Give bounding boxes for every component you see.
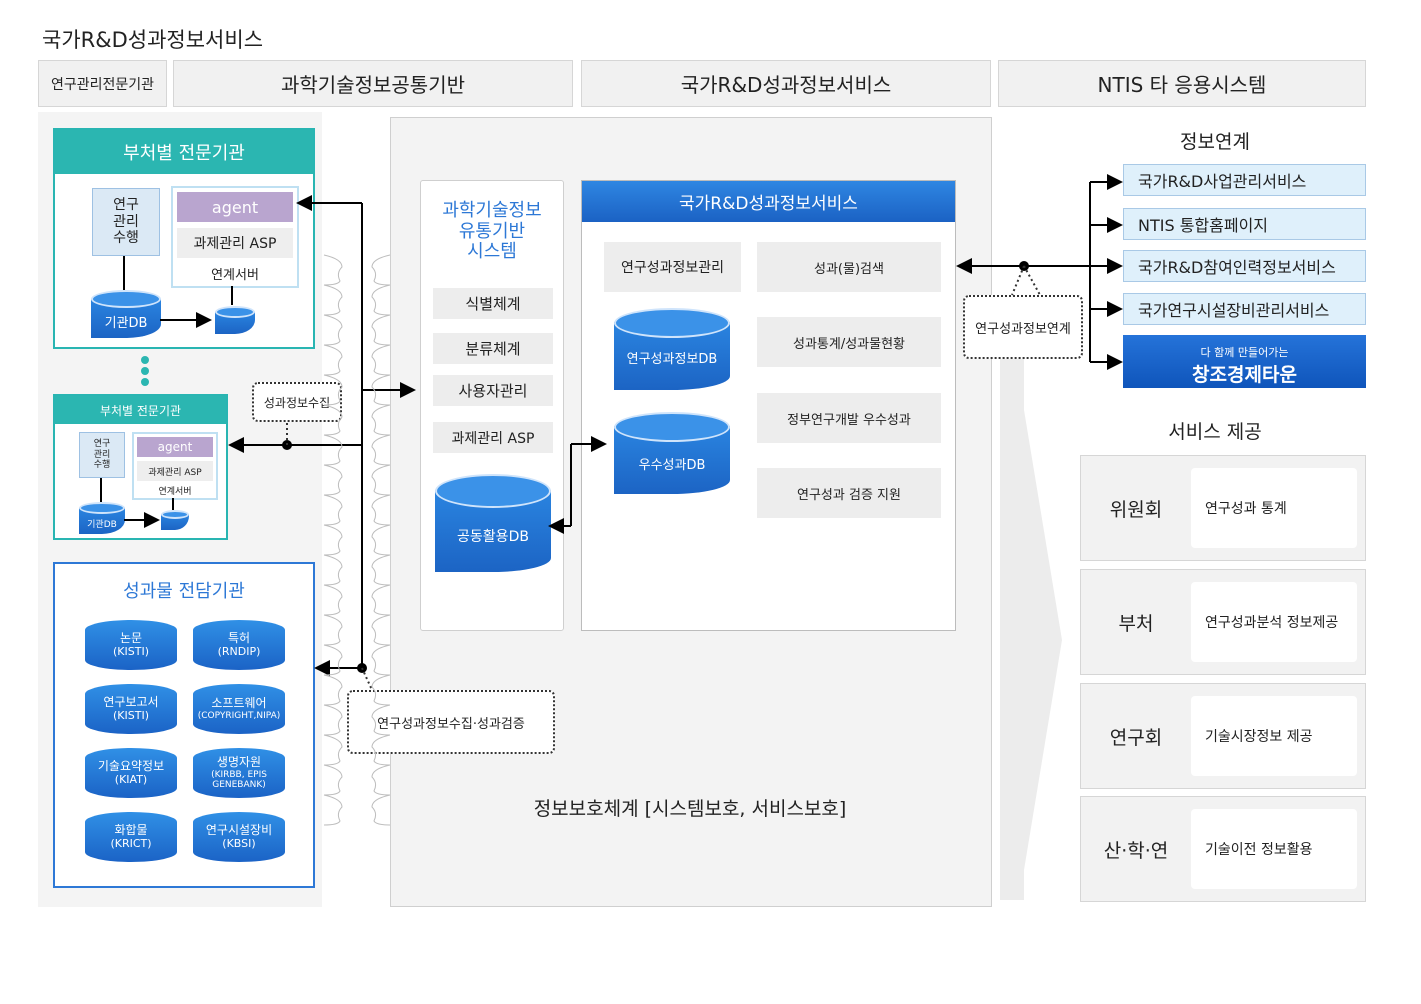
column-header-agency: 연구관리전문기관: [38, 60, 167, 107]
outcome-item-name: 생명자원: [216, 754, 262, 769]
column-header-rnd: 국가R&D성과정보서비스: [581, 60, 991, 107]
rnd-db-2-label: 우수성과DB: [638, 458, 706, 473]
agency-db-1: 기관DB: [91, 290, 161, 338]
service-row: 연구회 기술시장정보 제공: [1080, 683, 1366, 789]
collect-label: 성과정보수집: [252, 382, 342, 422]
info-link-item-1: 국가R&D사업관리서비스: [1123, 164, 1366, 196]
link-server-db-1: [215, 306, 255, 334]
outcome-item-org: (KISTI): [113, 644, 149, 658]
outcome-item-name: 연구시설장비: [205, 822, 273, 837]
verify-label: 연구성과정보수집·성과검증: [347, 690, 555, 754]
service-desc: 연구성과분석 정보제공: [1191, 582, 1357, 662]
rnd-service-title: 국가R&D성과정보서비스: [582, 181, 955, 222]
outcome-item: 소프트웨어(COPYRIGHT,NIPA): [193, 684, 285, 734]
outcome-item-org: (RNDIP): [217, 644, 261, 658]
link-label: 연구성과정보연계: [963, 295, 1083, 359]
link-server-box-2: agent 과제관리 ASP 연계서버: [132, 432, 218, 500]
page-title: 국가R&D성과정보서비스: [42, 28, 264, 52]
outcome-item-org: (COPYRIGHT,NIPA): [197, 710, 281, 721]
outcome-item-org: (KISTI): [113, 708, 149, 722]
outcome-item-org: (KRICT): [110, 836, 152, 850]
research-box-2: 연구 관리 수행: [79, 432, 125, 478]
link-server-box-1: agent 과제관리 ASP 연계서버: [171, 186, 299, 288]
sci-system-title: 과학기술정보 유통기반 시스템: [442, 199, 542, 263]
info-link-title: 정보연계: [1180, 130, 1250, 153]
creative-economy-banner: 다 함께 만들어가는 창조경제타운: [1123, 335, 1366, 388]
service-role: 연구회: [1109, 726, 1163, 749]
outcome-item-name: 화합물: [114, 822, 148, 837]
outcome-item-name: 연구보고서: [103, 694, 159, 709]
outcome-item: 특허(RNDIP): [193, 620, 285, 670]
rnd-item-verify: 연구성과 검증 지원: [757, 468, 941, 518]
link-server-label-1: 연계서버: [211, 267, 259, 283]
service-row: 산·학·연 기술이전 정보활용: [1080, 796, 1366, 902]
agency-title-1: 부처별 전문기관: [55, 130, 313, 174]
service-desc: 기술시장정보 제공: [1191, 696, 1357, 776]
agent-label-1: agent: [177, 192, 293, 222]
ellipsis-dot: [141, 367, 149, 375]
rnd-service-box: 국가R&D성과정보서비스 연구성과정보관리 연구성과정보DB 우수성과DB 성과…: [581, 180, 956, 631]
research-box-1: 연구 관리 수행: [92, 188, 160, 256]
service-role: 부처: [1118, 612, 1154, 635]
creative-big: 창조경제타운: [1192, 364, 1297, 386]
agency-db-2: 기관DB: [79, 502, 125, 534]
sci-item-id: 식별체계: [433, 288, 553, 319]
service-desc: 기술이전 정보활용: [1191, 809, 1357, 889]
column-header-common: 과학기술정보공통기반: [173, 60, 573, 107]
outcome-item-name: 특허: [227, 630, 251, 645]
sci-system-box: 과학기술정보 유통기반 시스템 식별체계 분류체계 사용자관리 과제관리 ASP…: [420, 180, 564, 631]
outcome-item: 연구시설장비(KBSI): [193, 812, 285, 862]
ellipsis-dot: [141, 378, 149, 386]
rnd-db-1-label: 연구성과정보DB: [626, 352, 718, 367]
asp-label-1: 과제관리 ASP: [177, 228, 293, 258]
agency-db-label-1: 기관DB: [104, 316, 148, 331]
service-row: 위원회 연구성과 통계: [1080, 455, 1366, 561]
agency-box-2: 부처별 전문기관 연구 관리 수행 agent 과제관리 ASP 연계서버 기관…: [53, 394, 228, 540]
outcome-item: 논문(KISTI): [85, 620, 177, 670]
link-server-db-2: [161, 510, 189, 530]
agency-title-2: 부처별 전문기관: [55, 396, 226, 424]
info-link-item-2: NTIS 통합홈페이지: [1123, 208, 1366, 240]
service-row: 부처 연구성과분석 정보제공: [1080, 569, 1366, 675]
outcome-title: 성과물 전담기관: [123, 581, 245, 602]
column-header-ntis: NTIS 타 응용시스템: [998, 60, 1366, 107]
info-link-item-3: 국가R&D참여인력정보서비스: [1123, 250, 1366, 282]
service-role: 산·학·연: [1103, 839, 1169, 862]
outcome-item: 연구보고서(KISTI): [85, 684, 177, 734]
agency-box-1: 부처별 전문기관 연구 관리 수행 agent 과제관리 ASP 연계서버 기관…: [53, 128, 315, 349]
outcome-item-org: (KIRBB, EPIS GENEBANK): [211, 769, 267, 790]
outcome-item: 화합물(KRICT): [85, 812, 177, 862]
rnd-mgmt: 연구성과정보관리: [604, 242, 741, 292]
rnd-item-excellent: 정부연구개발 우수성과: [757, 393, 941, 443]
link-server-label-2: 연계서버: [158, 486, 192, 497]
ellipsis-dot: [141, 356, 149, 364]
outcome-item: 기술요약정보(KIAT): [85, 748, 177, 798]
sci-item-classification: 분류체계: [433, 333, 553, 364]
agency-db-label-2: 기관DB: [87, 520, 117, 530]
outcome-item-org: (KBSI): [222, 836, 256, 850]
outcome-item-name: 소프트웨어: [211, 695, 267, 710]
info-link-item-4: 국가연구시설장비관리서비스: [1123, 293, 1366, 325]
security-label: 정보보호체계 [시스템보호, 서비스보호]: [533, 797, 847, 820]
outcome-item-name: 기술요약정보: [97, 758, 165, 773]
common-db: 공동활용DB: [435, 474, 551, 572]
service-desc: 연구성과 통계: [1191, 468, 1357, 548]
rnd-item-stats: 성과통계/성과물현황: [757, 317, 941, 367]
outcome-item: 생명자원(KIRBB, EPIS GENEBANK): [193, 748, 285, 798]
service-role: 위원회: [1109, 498, 1163, 521]
rnd-db-1: 연구성과정보DB: [614, 308, 730, 390]
asp-label-2: 과제관리 ASP: [137, 461, 213, 481]
outcome-item-org: (KIAT): [114, 772, 148, 786]
sci-item-user: 사용자관리: [433, 375, 553, 406]
sci-item-asp: 과제관리 ASP: [433, 422, 553, 453]
rnd-db-2: 우수성과DB: [614, 412, 730, 494]
outcome-item-name: 논문: [119, 630, 143, 645]
rnd-item-search: 성과(물)검색: [757, 242, 941, 292]
common-db-label: 공동활용DB: [457, 529, 529, 545]
creative-small: 다 함께 만들어가는: [1200, 346, 1289, 359]
service-title: 서비스 제공: [1168, 420, 1262, 443]
agent-label-2: agent: [137, 437, 213, 457]
